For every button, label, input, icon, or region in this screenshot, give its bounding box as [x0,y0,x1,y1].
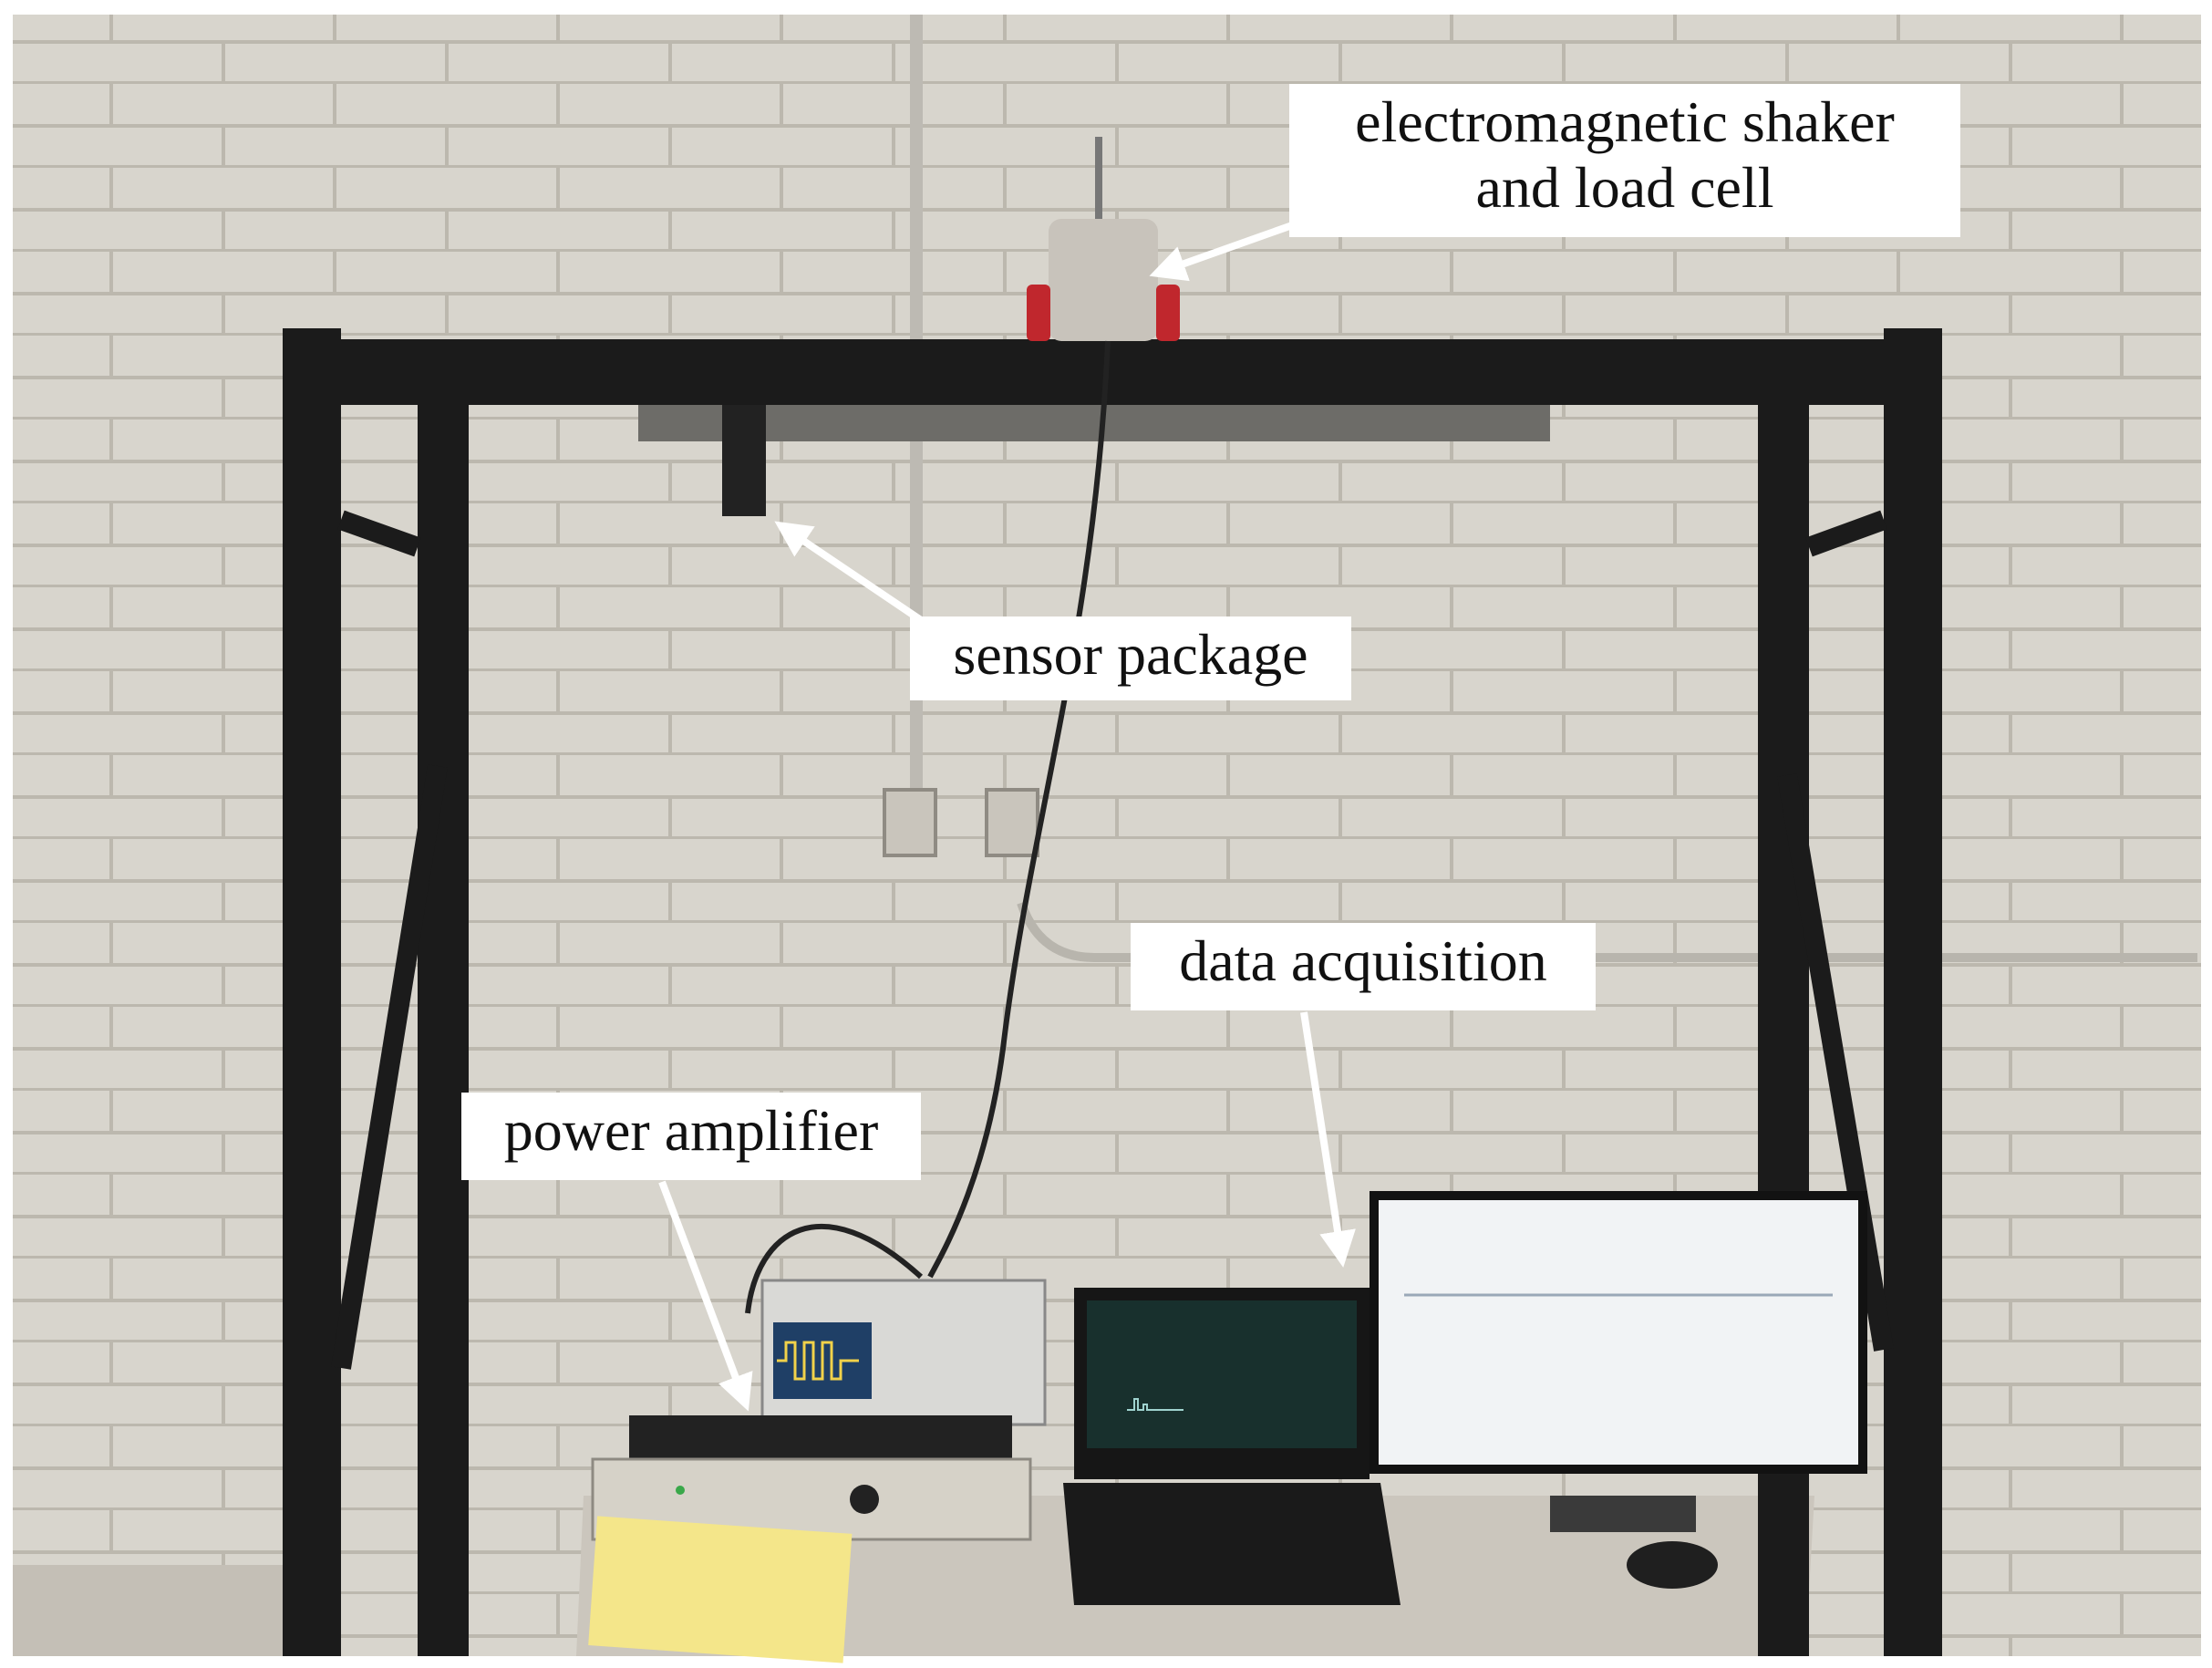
arrow-amplifier [658,1180,753,1412]
notepad [588,1516,853,1663]
sensor-label: sensor package [910,616,1351,700]
mouse [1627,1541,1718,1589]
frame-upright-left-inner [418,405,469,1656]
arrow-sensor [774,521,924,624]
side-table [13,1565,314,1656]
shaker-label: electromagnetic shaker and load cell [1289,84,1960,237]
sensor-label-text: sensor package [953,622,1308,687]
frame-upright-left [283,328,341,1656]
shaker-label-line2: and load cell [1475,155,1774,220]
daq-label-text: data acquisition [1179,928,1547,993]
overhead-plate [638,405,1550,441]
daq-label: data acquisition [1131,923,1596,1010]
shaker-label-line1: electromagnetic shaker [1355,89,1895,154]
outlet-box [985,788,1039,857]
amplifier-label: power amplifier [461,1093,921,1180]
frame-top-beam [283,339,1942,405]
amplifier-label-text: power amplifier [503,1098,879,1163]
outlet-box [883,788,937,857]
frame-upright-right [1884,328,1942,1656]
oscilloscope [760,1279,1047,1426]
arrow-shaker [1149,221,1297,282]
arrow-daq [1300,1011,1356,1268]
shaker [1027,137,1180,341]
sensor-package [722,405,766,516]
cable [745,340,1111,1314]
laptop [1063,1288,1401,1605]
monitor [1370,1191,1867,1532]
